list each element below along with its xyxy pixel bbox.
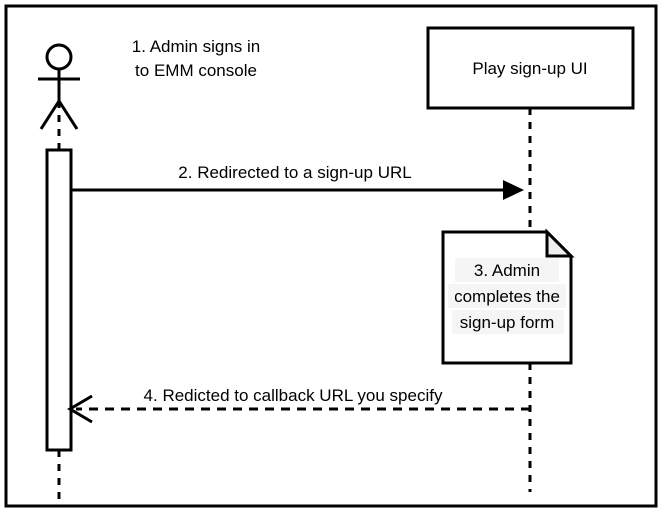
note-step-3-text-bg-1 [455,258,559,282]
actor-leg-right-icon [57,100,79,130]
message-step-4-label: 4. Redicted to callback URL you specify [144,386,443,405]
message-step-2-arrowhead-icon [503,180,524,200]
message-step-4-arrowhead-icon [67,394,93,424]
note-step-3-text-bg-2 [448,284,566,308]
message-step-2[interactable]: 2. Redirected to a sign-up URL [71,163,524,200]
activation-bar-admin [45,148,73,452]
step-1-line-1: 1. Admin signs in [132,37,261,56]
note-step-3-line-3: sign-up form [460,313,554,332]
message-step-4[interactable]: 4. Redicted to callback URL you specify [67,386,530,424]
participant-label-play-signup-ui: Play sign-up UI [472,59,587,78]
actor-leg-left-icon [39,100,61,130]
step-1-label: 1. Admin signs in to EMM console [132,37,261,80]
note-step-3-line-2: completes the [454,287,560,306]
note-step-3: 3. Admin completes the sign-up form [441,228,575,365]
participant-box-play-signup-ui [426,26,635,110]
step-1-line-2: to EMM console [135,61,257,80]
actor-head-icon [45,43,73,71]
note-step-3-fold-icon [545,228,575,258]
participant-admin[interactable] [38,43,80,130]
note-step-3-line-1: 3. Admin [474,261,540,280]
message-step-2-label: 2. Redirected to a sign-up URL [178,163,411,182]
participant-play-signup-ui[interactable]: Play sign-up UI [426,26,635,110]
note-step-3-text-bg-3 [452,310,564,334]
